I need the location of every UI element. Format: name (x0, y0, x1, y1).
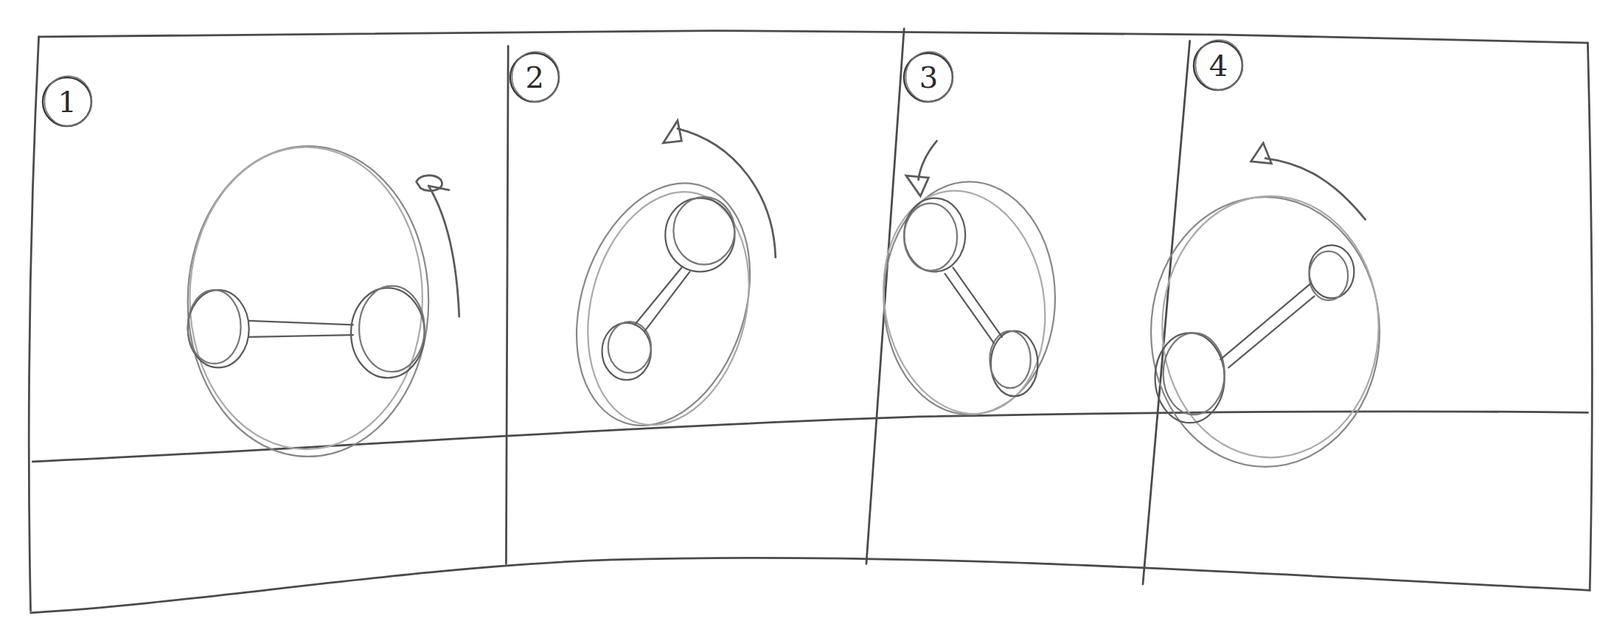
panel-number-text: 4 (1209, 50, 1228, 81)
rotating-ball-2 (547, 120, 780, 448)
panel-number: 3 (902, 51, 955, 104)
panel-number-text: 2 (524, 62, 544, 93)
frame-top (39, 30, 1589, 44)
panel-number-text: 1 (58, 87, 77, 117)
panel-number: 4 (1192, 39, 1244, 92)
panel-number: 2 (508, 51, 561, 104)
panel-divider (1142, 40, 1191, 584)
frame-left (28, 36, 39, 611)
rotating-ball-3 (866, 140, 1062, 427)
panel-divider (866, 28, 904, 565)
ground-line (32, 411, 1588, 462)
rotating-ball-1 (188, 145, 460, 457)
panel-divider (505, 45, 509, 564)
frame-right (1587, 42, 1592, 590)
rotating-ball-4 (1150, 143, 1380, 467)
frame-bottom (30, 557, 1591, 613)
panel-number: 1 (41, 75, 93, 128)
panel-number-text: 3 (919, 62, 938, 93)
